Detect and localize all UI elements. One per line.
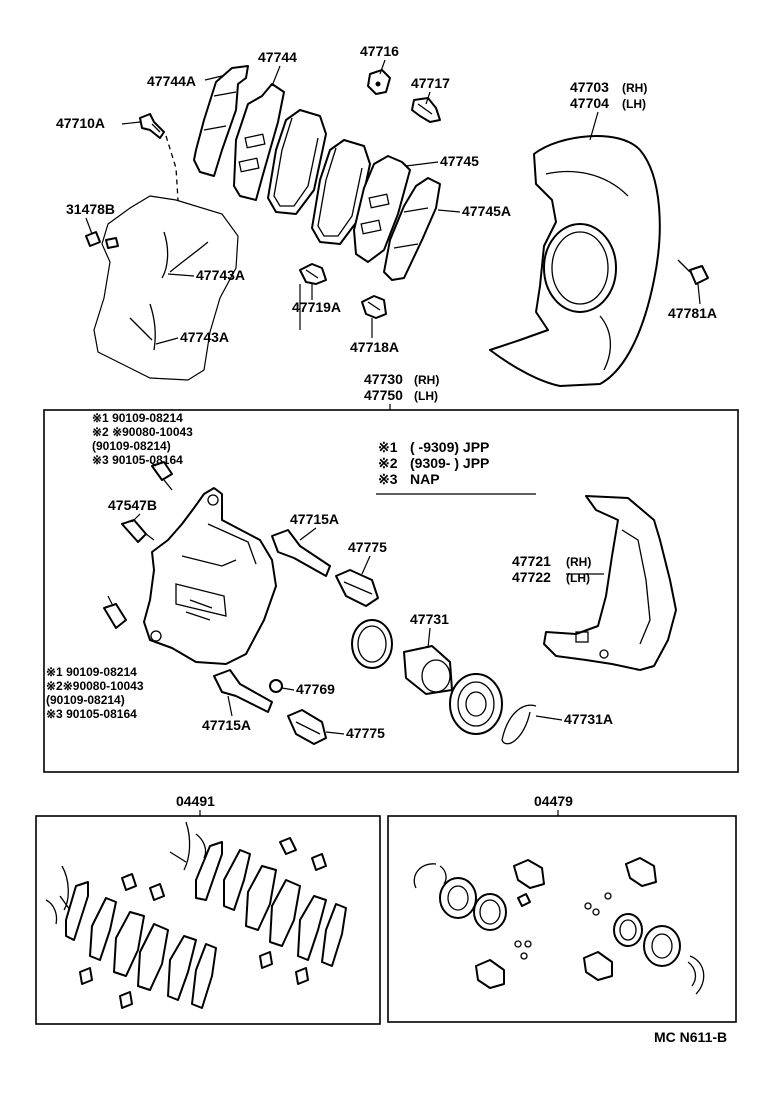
label-47769: 47769 xyxy=(296,681,335,697)
label-47731A: 47731A xyxy=(564,711,613,727)
ring-47731A xyxy=(501,704,537,745)
boot-47775-lower xyxy=(287,709,327,745)
label-04491: 04491 xyxy=(176,793,215,809)
label-47722: 47722 xyxy=(512,569,551,585)
kit-04479-parts xyxy=(413,857,705,995)
spring-47743A-upper xyxy=(161,231,209,279)
sensor-31478B xyxy=(85,231,119,249)
label-47721: 47721 xyxy=(512,553,551,569)
caliper-cylinder xyxy=(143,487,277,665)
bolt-47710A xyxy=(139,113,165,139)
label-47715A-upper: 47715A xyxy=(290,511,339,527)
label-47718A: 47718A xyxy=(350,339,399,355)
bolt-47781A xyxy=(677,259,709,285)
label-47704: 47704 xyxy=(570,95,609,111)
label-47722-suffix: (LH) xyxy=(566,571,590,585)
legend-mark-2: ※2 xyxy=(378,455,398,471)
shim-47744 xyxy=(233,83,285,201)
legend-mark-3: ※3 xyxy=(378,471,398,487)
label-47730: 47730 xyxy=(364,371,403,387)
clip-47717 xyxy=(411,97,441,123)
label-47775-lower: 47775 xyxy=(346,725,385,741)
label-47703-suffix: (RH) xyxy=(622,81,647,95)
diagram-code: MC N611-B xyxy=(654,1029,727,1045)
bolt-notes-bottom: ※1 90109-08214 ※2※90080-10043 (90109-082… xyxy=(46,665,144,721)
bolt-note-top-2: ※2 ※90080-10043 xyxy=(92,425,193,439)
label-47719A: 47719A xyxy=(292,299,341,315)
middle-labels: 47547B 47715A 47775 47731 47721 (RH) 477… xyxy=(108,497,613,741)
shim-47745A xyxy=(383,177,441,281)
boot-47775-upper xyxy=(335,569,379,607)
label-31478B: 31478B xyxy=(66,201,115,217)
pad-inner xyxy=(267,109,327,215)
label-47716: 47716 xyxy=(360,43,399,59)
bolt-bottom xyxy=(103,595,127,629)
label-47704-suffix: (LH) xyxy=(622,97,646,111)
legend-text-2: (9309- ) JPP xyxy=(410,455,489,471)
shim-47744A xyxy=(193,65,249,177)
label-47703: 47703 xyxy=(570,79,609,95)
piston xyxy=(403,645,453,695)
label-47750: 47750 xyxy=(364,387,403,403)
bolt-note-top-4: ※3 90105-08164 xyxy=(92,453,183,467)
label-47731: 47731 xyxy=(410,611,449,627)
label-47743A-lower: 47743A xyxy=(180,329,229,345)
bracket-47721 xyxy=(543,495,677,671)
legend-text-3: NAP xyxy=(410,471,440,487)
bolt-top xyxy=(149,461,173,491)
legend-mark-1: ※1 xyxy=(378,439,398,455)
spring-47743A-lower xyxy=(129,303,156,351)
legend: ※1 ( -9309) JPP ※2 (9309- ) JPP ※3 NAP xyxy=(376,439,536,495)
piston-boot xyxy=(449,673,503,735)
slide-pin-47715A-upper xyxy=(271,529,331,577)
clip-47718A xyxy=(361,295,387,319)
bolt-note-bottom-3: (90109-08214) xyxy=(46,693,125,707)
kit-04491-box xyxy=(35,815,381,1025)
kit-04491-parts xyxy=(45,821,347,1009)
dash-guide-47710A xyxy=(165,135,179,201)
kit-04479-box xyxy=(387,815,737,1023)
label-47744A: 47744A xyxy=(147,73,196,89)
bolt-note-top-1: ※1 90109-08214 xyxy=(92,411,183,425)
label-47547B: 47547B xyxy=(108,497,157,513)
label-47745: 47745 xyxy=(440,153,479,169)
label-47730-suffix: (RH) xyxy=(414,373,439,387)
label-47775-upper: 47775 xyxy=(348,539,387,555)
bolt-notes-top: ※1 90109-08214 ※2 ※90080-10043 (90109-08… xyxy=(92,411,193,467)
bleeder-47547B xyxy=(121,519,155,543)
slide-pin-47715A-lower xyxy=(213,669,273,713)
label-47743A-upper: 47743A xyxy=(196,267,245,283)
pad-outer xyxy=(311,139,371,245)
dust-cover-47703 xyxy=(489,135,661,387)
shim-47745 xyxy=(353,155,411,263)
caliper-assembly-box xyxy=(43,409,739,773)
top-labels: 47744A 47744 47716 47717 47703 (RH) 4770… xyxy=(56,43,717,355)
bolt-note-bottom-4: ※3 90105-08164 xyxy=(46,707,137,721)
label-47750-suffix: (LH) xyxy=(414,389,438,403)
label-47715A-lower: 47715A xyxy=(202,717,251,733)
label-47717: 47717 xyxy=(411,75,450,91)
bolt-note-bottom-1: ※1 90109-08214 xyxy=(46,665,137,679)
middle-leader-lines xyxy=(131,513,604,735)
caliper-housing-outline xyxy=(93,195,239,381)
seal-47731 xyxy=(351,619,393,669)
bolt-note-bottom-2: ※2※90080-10043 xyxy=(46,679,144,693)
bushing-47769 xyxy=(269,679,283,693)
legend-text-1: ( -9309) JPP xyxy=(410,439,489,455)
label-47721-suffix: (RH) xyxy=(566,555,591,569)
label-47710A: 47710A xyxy=(56,115,105,131)
top-leader-lines xyxy=(85,59,701,345)
clip-47716 xyxy=(367,69,391,95)
bolt-note-top-3: (90109-08214) xyxy=(92,439,171,453)
label-47781A: 47781A xyxy=(668,305,717,321)
clip-47719A xyxy=(299,263,327,285)
label-04479: 04479 xyxy=(534,793,573,809)
label-47744: 47744 xyxy=(258,49,297,65)
label-47745A: 47745A xyxy=(462,203,511,219)
